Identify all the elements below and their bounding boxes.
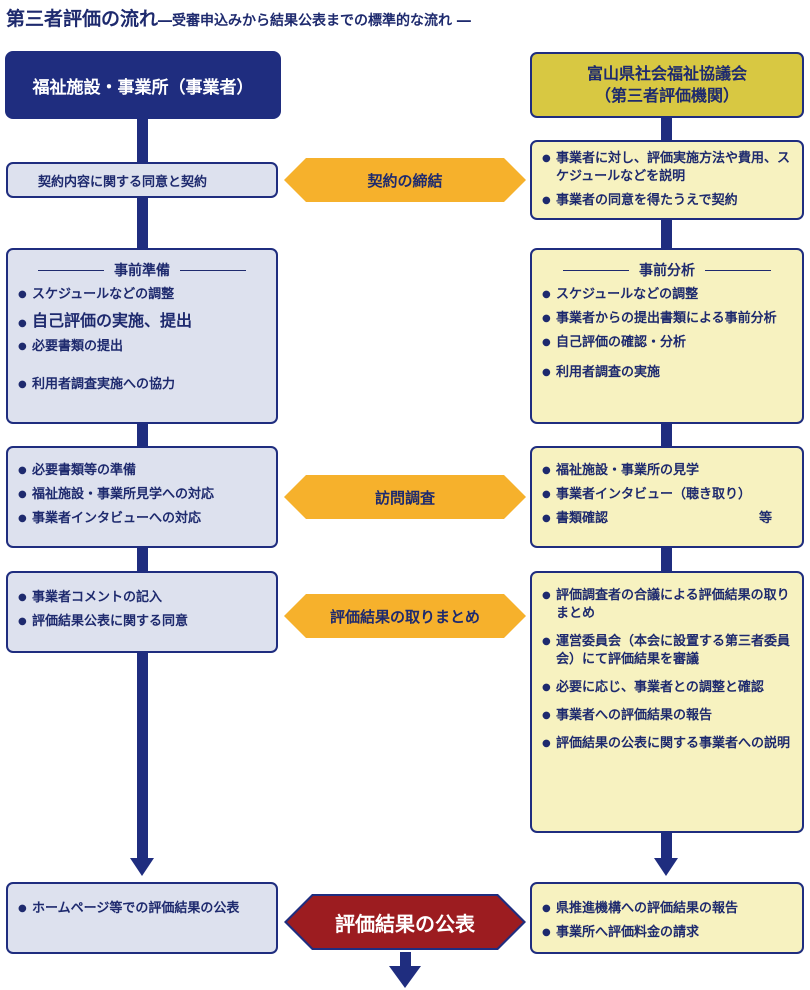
summary-connector-label: 評価結果の取りまとめ xyxy=(329,607,480,626)
list-item: 事業所へ評価料金の請求 xyxy=(542,924,794,942)
list-item: 福祉施設・事業所の見学 xyxy=(542,462,794,480)
visit-right-item-text: 書類確認 xyxy=(556,511,609,526)
publish-left-list: ホームページ等での評価結果の公表 xyxy=(8,900,276,918)
list-item: 利用者調査実施への協力 xyxy=(18,376,268,394)
title-subtitle: ―受審申込みから結果公表までの標準的な流れ ― xyxy=(158,13,471,29)
left-header-facility: 福祉施設・事業所（事業者） xyxy=(6,52,280,118)
prep-right-heading-text: 事前分析 xyxy=(639,263,695,279)
visit-connector-label: 訪問調査 xyxy=(374,488,435,507)
summary-left-list: 事業者コメントの記入 評価結果公表に関する同意 xyxy=(8,589,276,631)
prep-left-heading-text: 事前準備 xyxy=(114,263,170,279)
publish-connector-label: 評価結果の公表 xyxy=(335,911,475,936)
summary-right-box: 評価調査者の合議による評価結果の取りまとめ 運営委員会（本会に設置する第三者委員… xyxy=(530,571,804,833)
prep-left-list: スケジュールなどの調整 自己評価の実施、提出 必要書類の提出 利用者調査実施への… xyxy=(8,286,276,394)
right-header-line1: 富山県社会福祉協議会 xyxy=(586,64,747,84)
summary-left-box: 事業者コメントの記入 評価結果公表に関する同意 xyxy=(6,571,278,653)
list-item: 書類確認 等 xyxy=(542,510,794,528)
prep-right-list: スケジュールなどの調整 事業者からの提出書類による事前分析 自己評価の確認・分析… xyxy=(532,286,802,382)
list-item: スケジュールなどの調整 xyxy=(18,286,268,304)
list-item: 必要書類の提出 xyxy=(18,338,268,356)
list-item: 事業者インタビュー（聴き取り） xyxy=(542,486,794,504)
list-item: 運営委員会（本会に設置する第三者委員会）にて評価結果を審議 xyxy=(542,633,794,669)
list-item: 事業者コメントの記入 xyxy=(18,589,268,607)
heading-rule xyxy=(563,269,629,271)
heading-rule xyxy=(705,269,771,271)
visit-right-box: 福祉施設・事業所の見学 事業者インタビュー（聴き取り） 書類確認 等 xyxy=(530,446,804,548)
prep-left-box: 事前準備 スケジュールなどの調整 自己評価の実施、提出 必要書類の提出 利用者調… xyxy=(6,248,278,424)
title-main: 第三者評価の流れ xyxy=(6,8,159,30)
right-header-line2: （第三者評価機関） xyxy=(594,86,739,105)
heading-rule xyxy=(38,269,104,271)
summary-connector: 評価結果の取りまとめ xyxy=(284,594,526,638)
visit-left-box: 必要書類等の準備 福祉施設・事業所見学への対応 事業者インタビューへの対応 xyxy=(6,446,278,548)
list-item: 必要書類等の準備 xyxy=(18,462,268,480)
visit-left-list: 必要書類等の準備 福祉施設・事業所見学への対応 事業者インタビューへの対応 xyxy=(8,462,276,528)
final-flow-line xyxy=(400,952,411,970)
left-flow-arrow-icon xyxy=(130,858,154,876)
visit-right-suffix: 等 xyxy=(758,511,772,526)
right-flow-arrow-icon xyxy=(654,858,678,876)
publish-left-box: ホームページ等での評価結果の公表 xyxy=(6,882,278,954)
final-flow-arrow-icon xyxy=(389,966,421,988)
publish-connector: 評価結果の公表 xyxy=(287,896,523,948)
list-item: 必要に応じ、事業者との調整と確認 xyxy=(542,679,794,697)
list-item: 事業者の同意を得たうえで契約 xyxy=(542,192,794,210)
visit-right-list: 福祉施設・事業所の見学 事業者インタビュー（聴き取り） 書類確認 等 xyxy=(532,462,802,528)
contract-left-text: 契約内容に関する同意と契約 xyxy=(38,174,208,190)
list-item: 県推進機構への評価結果の報告 xyxy=(542,900,794,918)
contract-right-list: 事業者に対し、評価実施方法や費用、スケジュールなどを説明 事業者の同意を得たうえ… xyxy=(532,150,802,210)
list-item: 自己評価の実施、提出 xyxy=(18,310,268,335)
visit-connector: 訪問調査 xyxy=(284,475,526,519)
list-item: 評価結果公表に関する同意 xyxy=(18,613,268,631)
contract-right-box: 事業者に対し、評価実施方法や費用、スケジュールなどを説明 事業者の同意を得たうえ… xyxy=(530,140,804,220)
contract-left-box: 契約内容に関する同意と契約 xyxy=(6,162,278,198)
list-item: 評価結果の公表に関する事業者への説明 xyxy=(542,735,794,753)
list-item: 事業者に対し、評価実施方法や費用、スケジュールなどを説明 xyxy=(542,150,794,186)
list-item: 利用者調査の実施 xyxy=(542,364,794,382)
list-item: 事業者への評価結果の報告 xyxy=(542,707,794,725)
list-item: スケジュールなどの調整 xyxy=(542,286,794,304)
right-header-council: 富山県社会福祉協議会 （第三者評価機関） xyxy=(530,52,804,118)
publish-right-list: 県推進機構への評価結果の報告 事業所へ評価料金の請求 xyxy=(532,900,802,942)
contract-connector-label: 契約の締結 xyxy=(367,171,443,190)
prep-right-box: 事前分析 スケジュールなどの調整 事業者からの提出書類による事前分析 自己評価の… xyxy=(530,248,804,424)
contract-connector: 契約の締結 xyxy=(284,158,526,202)
heading-rule xyxy=(180,269,246,271)
list-item: 自己評価の確認・分析 xyxy=(542,334,794,352)
publish-right-box: 県推進機構への評価結果の報告 事業所へ評価料金の請求 xyxy=(530,882,804,954)
list-item: 事業者インタビューへの対応 xyxy=(18,510,268,528)
list-item: ホームページ等での評価結果の公表 xyxy=(18,900,268,918)
summary-right-list: 評価調査者の合議による評価結果の取りまとめ 運営委員会（本会に設置する第三者委員… xyxy=(532,587,802,753)
prep-left-heading: 事前準備 xyxy=(8,260,276,280)
list-item: 評価調査者の合議による評価結果の取りまとめ xyxy=(542,587,794,623)
prep-right-heading: 事前分析 xyxy=(532,260,802,280)
page-title: 第三者評価の流れ―受審申込みから結果公表までの標準的な流れ ― xyxy=(6,4,471,31)
list-item: 事業者からの提出書類による事前分析 xyxy=(542,310,794,328)
list-item: 福祉施設・事業所見学への対応 xyxy=(18,486,268,504)
